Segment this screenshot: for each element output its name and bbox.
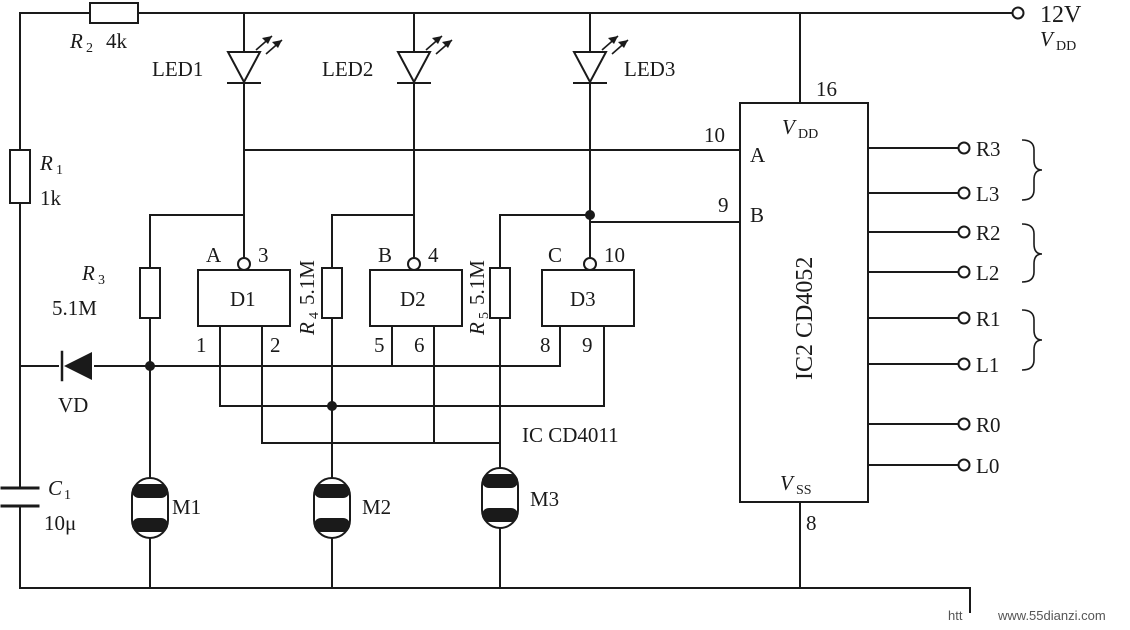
- svg-text:1: 1: [56, 163, 63, 178]
- gate-d2: D2 B 4 5 6: [369, 243, 463, 357]
- led-3: LED3: [572, 35, 675, 85]
- svg-text:VD: VD: [58, 393, 88, 417]
- svg-text:LED1: LED1: [152, 57, 203, 81]
- svg-text:C: C: [548, 243, 562, 267]
- svg-text:R2: R2: [976, 221, 1001, 245]
- svg-text:8: 8: [540, 333, 551, 357]
- resistor-r1: R 1 1k: [9, 149, 63, 210]
- ic2-label: IC2 CD4052: [792, 257, 818, 380]
- svg-text:8: 8: [806, 511, 817, 535]
- diode-vd: VD: [58, 350, 92, 417]
- supply-terminal: 12V V DD: [1011, 2, 1082, 54]
- svg-text:5: 5: [477, 312, 492, 319]
- resistor-r2: R 2 4k: [69, 2, 139, 56]
- ic2-cd4052: V DD 16 V SS 8 A 10 B 9 IC2 CD4052: [704, 77, 869, 535]
- svg-text:B: B: [378, 243, 392, 267]
- svg-text:5: 5: [374, 333, 385, 357]
- svg-text:9: 9: [718, 193, 729, 217]
- resistor-r5: R 5 5.1M: [465, 260, 511, 336]
- svg-text:16: 16: [816, 77, 837, 101]
- svg-text:M3: M3: [530, 487, 559, 511]
- gate-d1: D1 A 3 1 2: [196, 243, 291, 357]
- svg-text:R: R: [69, 29, 83, 53]
- svg-text:L2: L2: [976, 261, 999, 285]
- svg-text:1: 1: [64, 488, 71, 503]
- sensor-m1: M1: [131, 477, 201, 539]
- svg-text:LED3: LED3: [624, 57, 675, 81]
- svg-text:R1: R1: [976, 307, 1001, 331]
- gate-d3: D3 C 10 8 9: [540, 243, 635, 357]
- supply-rail-label: V: [1040, 27, 1055, 51]
- svg-text:C: C: [48, 476, 63, 500]
- svg-text:V: V: [782, 115, 797, 139]
- svg-text:R: R: [295, 322, 319, 336]
- ic2-output-terminals: R3 L3 R2 L2 R1 L1 R0 L0: [957, 137, 1001, 478]
- svg-text:DD: DD: [1056, 39, 1076, 54]
- svg-text:L3: L3: [976, 182, 999, 206]
- svg-text:D2: D2: [400, 287, 426, 311]
- svg-text:1k: 1k: [40, 186, 62, 210]
- svg-text:A: A: [206, 243, 222, 267]
- svg-text:L0: L0: [976, 454, 999, 478]
- svg-text:4: 4: [307, 312, 322, 319]
- svg-text:R: R: [465, 322, 489, 336]
- svg-text:V: V: [780, 471, 795, 495]
- svg-text:5.1M: 5.1M: [52, 296, 97, 320]
- resistor-r4: R 4 5.1M: [295, 260, 343, 336]
- svg-text:5.1M: 5.1M: [465, 260, 489, 305]
- svg-text:R0: R0: [976, 413, 1001, 437]
- svg-text:5.1M: 5.1M: [295, 260, 319, 305]
- watermark: htt www.55dianzi.com: [948, 608, 1106, 623]
- svg-text:L1: L1: [976, 353, 999, 377]
- pair-braces: [1021, 139, 1043, 371]
- svg-text:M1: M1: [172, 495, 201, 519]
- svg-text:3: 3: [258, 243, 269, 267]
- ic1-label: IC CD4011: [522, 423, 619, 447]
- svg-text:D1: D1: [230, 287, 256, 311]
- svg-text:1: 1: [196, 333, 207, 357]
- svg-text:DD: DD: [798, 127, 818, 142]
- svg-text:R: R: [81, 261, 95, 285]
- supply-voltage-label: 12V: [1040, 2, 1082, 28]
- resistor-r3: R 3 5.1M: [52, 261, 161, 320]
- svg-text:htt: htt: [948, 608, 963, 623]
- svg-text:6: 6: [414, 333, 425, 357]
- svg-text:www.55dianzi.com: www.55dianzi.com: [997, 608, 1106, 623]
- led-2: LED2: [322, 35, 453, 85]
- wires: [19, 12, 1013, 613]
- svg-text:10: 10: [704, 123, 725, 147]
- capacitor-c1: C 1 10μ: [0, 476, 76, 535]
- svg-text:R3: R3: [976, 137, 1001, 161]
- svg-text:10μ: 10μ: [44, 511, 76, 535]
- svg-text:SS: SS: [796, 483, 812, 498]
- svg-text:LED2: LED2: [322, 57, 373, 81]
- svg-text:2: 2: [86, 41, 93, 56]
- svg-text:R: R: [39, 151, 53, 175]
- svg-text:A: A: [750, 143, 766, 167]
- svg-text:3: 3: [98, 273, 105, 288]
- svg-text:D3: D3: [570, 287, 596, 311]
- junction-dots: [145, 210, 595, 411]
- svg-text:2: 2: [270, 333, 281, 357]
- svg-text:10: 10: [604, 243, 625, 267]
- sensor-m2: M2: [313, 477, 391, 539]
- svg-text:4k: 4k: [106, 29, 128, 53]
- svg-text:M2: M2: [362, 495, 391, 519]
- svg-text:4: 4: [428, 243, 439, 267]
- svg-text:B: B: [750, 203, 764, 227]
- svg-text:9: 9: [582, 333, 593, 357]
- sensor-m3: M3: [481, 467, 559, 529]
- led-1: LED1: [152, 35, 283, 85]
